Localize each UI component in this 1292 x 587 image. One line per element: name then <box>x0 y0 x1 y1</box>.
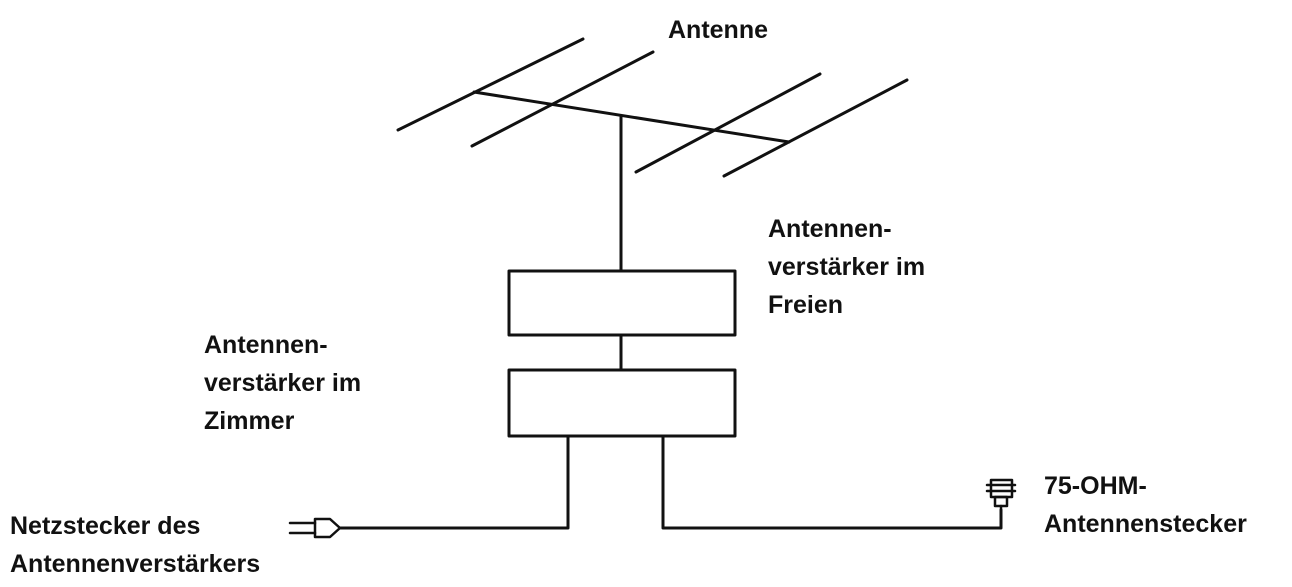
power-plug-label-line-2: Antennenverstärkers <box>10 550 261 578</box>
outdoor-amplifier-label-line-1: Antennen- <box>768 215 892 243</box>
indoor-amplifier-label-line-3: Zimmer <box>204 407 295 435</box>
power-plug-label: Netzstecker des Antennenverstärkers <box>10 507 260 583</box>
indoor-amplifier-label: Antennen- verstärker im Zimmer <box>204 326 361 440</box>
outdoor-amplifier-label: Antennen- verstärker im Freien <box>768 210 925 324</box>
indoor-amplifier-label-line-2: verstärker im <box>204 369 362 397</box>
antenna-element-1 <box>396 37 585 132</box>
antenna-element-3 <box>634 72 822 174</box>
antenna-label-text: Antenne <box>668 16 768 44</box>
antenna-label: Antenne <box>668 11 768 49</box>
coax-connector-label-line-2: Antennenstecker <box>1044 510 1247 538</box>
outdoor-amplifier-label-line-2: verstärker im <box>768 253 926 281</box>
outdoor-amplifier-box <box>507 269 737 337</box>
power-plug-label-line-1: Netzstecker des <box>10 512 201 540</box>
coax-connector-label-line-1: 75-OHM- <box>1044 472 1147 500</box>
antenna-element-2 <box>470 50 655 148</box>
coax-cable <box>661 434 1003 530</box>
antenna-element-4 <box>722 78 909 178</box>
power-plug-icon <box>288 517 342 539</box>
antenna-icon <box>396 37 909 273</box>
indoor-amplifier-label-line-1: Antennen- <box>204 331 328 359</box>
indoor-amplifier-box <box>507 368 737 438</box>
outdoor-amplifier-label-line-3: Freien <box>768 291 844 319</box>
coax-connector-icon <box>985 478 1017 514</box>
antenna-boom <box>472 90 791 144</box>
coax-connector-label: 75-OHM- Antennenstecker <box>1044 467 1247 543</box>
power-cable <box>338 434 570 530</box>
